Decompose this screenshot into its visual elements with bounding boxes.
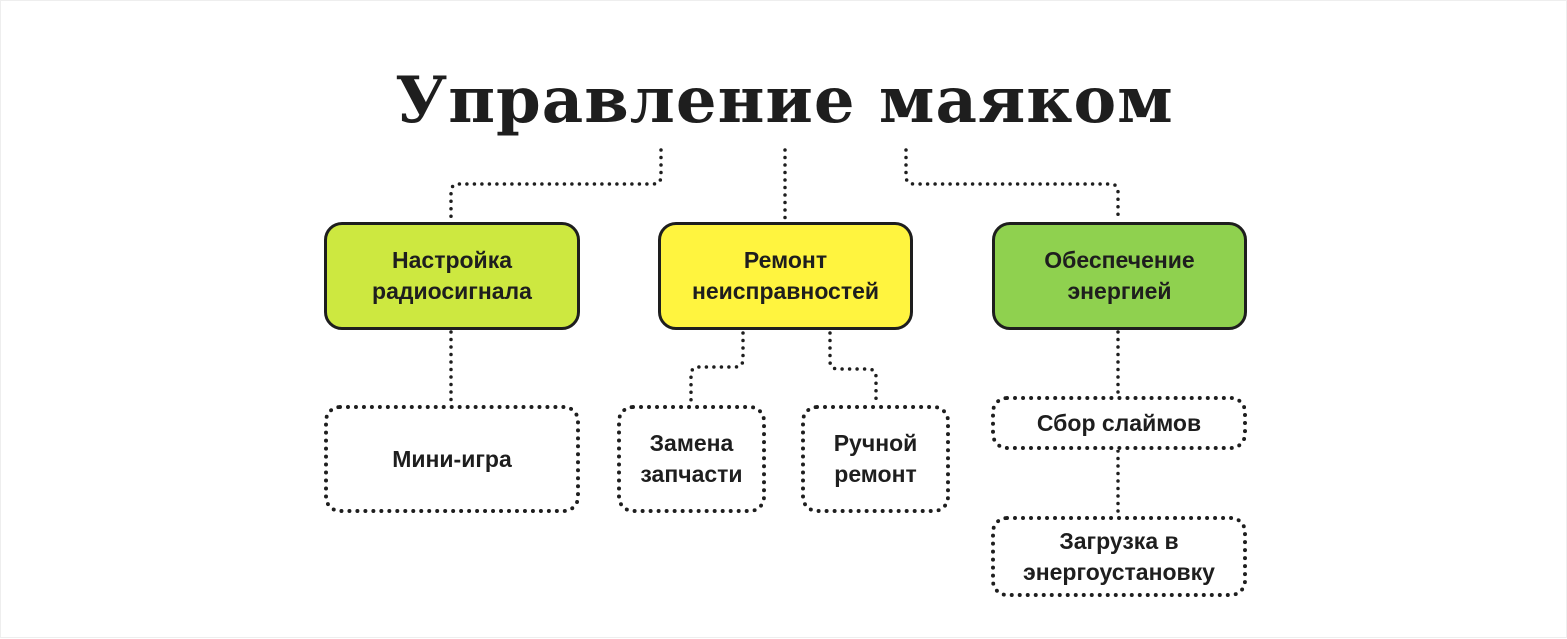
node-label: Обеспечение энергией [1044, 247, 1195, 304]
connector-repair-replace [689, 331, 745, 405]
node-label: Замена запчасти [640, 430, 743, 487]
node-minigame: Мини-игра [324, 405, 580, 513]
node-label: Настройка радиосигнала [372, 247, 532, 304]
connector-title-radio [449, 148, 663, 222]
connector-title-energy [904, 148, 1120, 222]
node-label: Сбор слаймов [1036, 409, 1202, 436]
node-load-energy: Загрузка в энергоустановку [991, 516, 1247, 597]
node-label: Ремонт неисправностей [691, 247, 880, 304]
node-label: Загрузка в энергоустановку [1023, 527, 1215, 585]
node-label: Ручной ремонт [833, 430, 918, 487]
connector-repair-manual [828, 331, 878, 405]
node-replace-part: Замена запчасти [617, 405, 766, 513]
node-radio-setup: Настройка радиосигнала [324, 222, 580, 330]
node-repair: Ремонт неисправностей [658, 222, 913, 330]
node-manual-repair: Ручной ремонт [801, 405, 950, 513]
node-slime-collect: Сбор слаймов [991, 396, 1247, 450]
node-energy: Обеспечение энергией [992, 222, 1247, 330]
node-label: Мини-игра [392, 445, 512, 472]
diagram-title: Управление маяком [395, 63, 1174, 138]
